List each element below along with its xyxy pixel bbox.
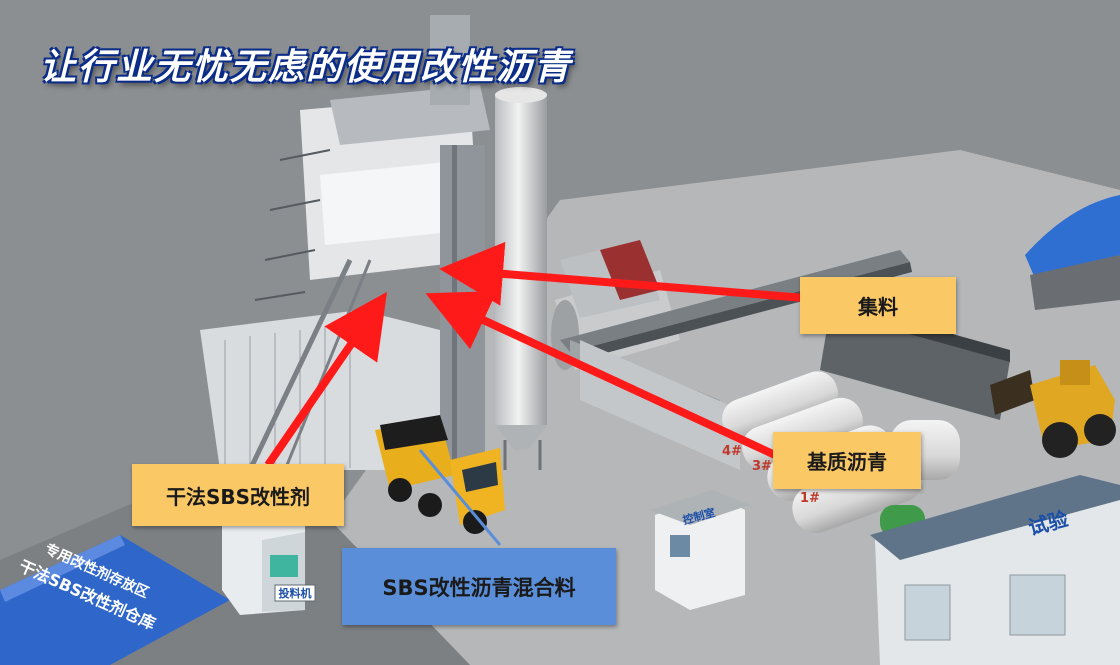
tank-3-label: 3# bbox=[752, 459, 772, 474]
tank-1-label: 1# bbox=[800, 491, 820, 506]
sbs-warehouse: 专用改性剂存放区 干法SBS改性剂仓库 bbox=[0, 535, 230, 665]
feeder-sign: 投料机 bbox=[279, 586, 312, 600]
dump-truck bbox=[375, 415, 505, 534]
aggregate-flow-arrow bbox=[439, 241, 806, 306]
dry-sbs-modifier-label: 干法SBS改性剂 bbox=[132, 464, 344, 526]
feeder-machine: 投料机 bbox=[222, 500, 316, 615]
control-room: 控制室 bbox=[650, 490, 750, 610]
base-asphalt-flow-arrow bbox=[425, 291, 777, 459]
flow-arrows bbox=[264, 241, 806, 546]
headline: 让行业无忧无虑的使用改性沥青 bbox=[40, 47, 573, 88]
aggregate-label: 集料 bbox=[800, 277, 956, 334]
sbs-mixture-label: SBS改性沥青混合料 bbox=[342, 548, 616, 625]
storage-shed bbox=[1025, 195, 1120, 310]
mixture-leader-line bbox=[418, 449, 502, 546]
tank-4-label: 4# bbox=[722, 444, 742, 459]
wheel-loader bbox=[1030, 360, 1116, 458]
base-asphalt-label: 基质沥青 bbox=[773, 432, 921, 489]
lab-building: 试验 bbox=[870, 475, 1120, 665]
sbs-flow-arrow bbox=[264, 291, 388, 468]
